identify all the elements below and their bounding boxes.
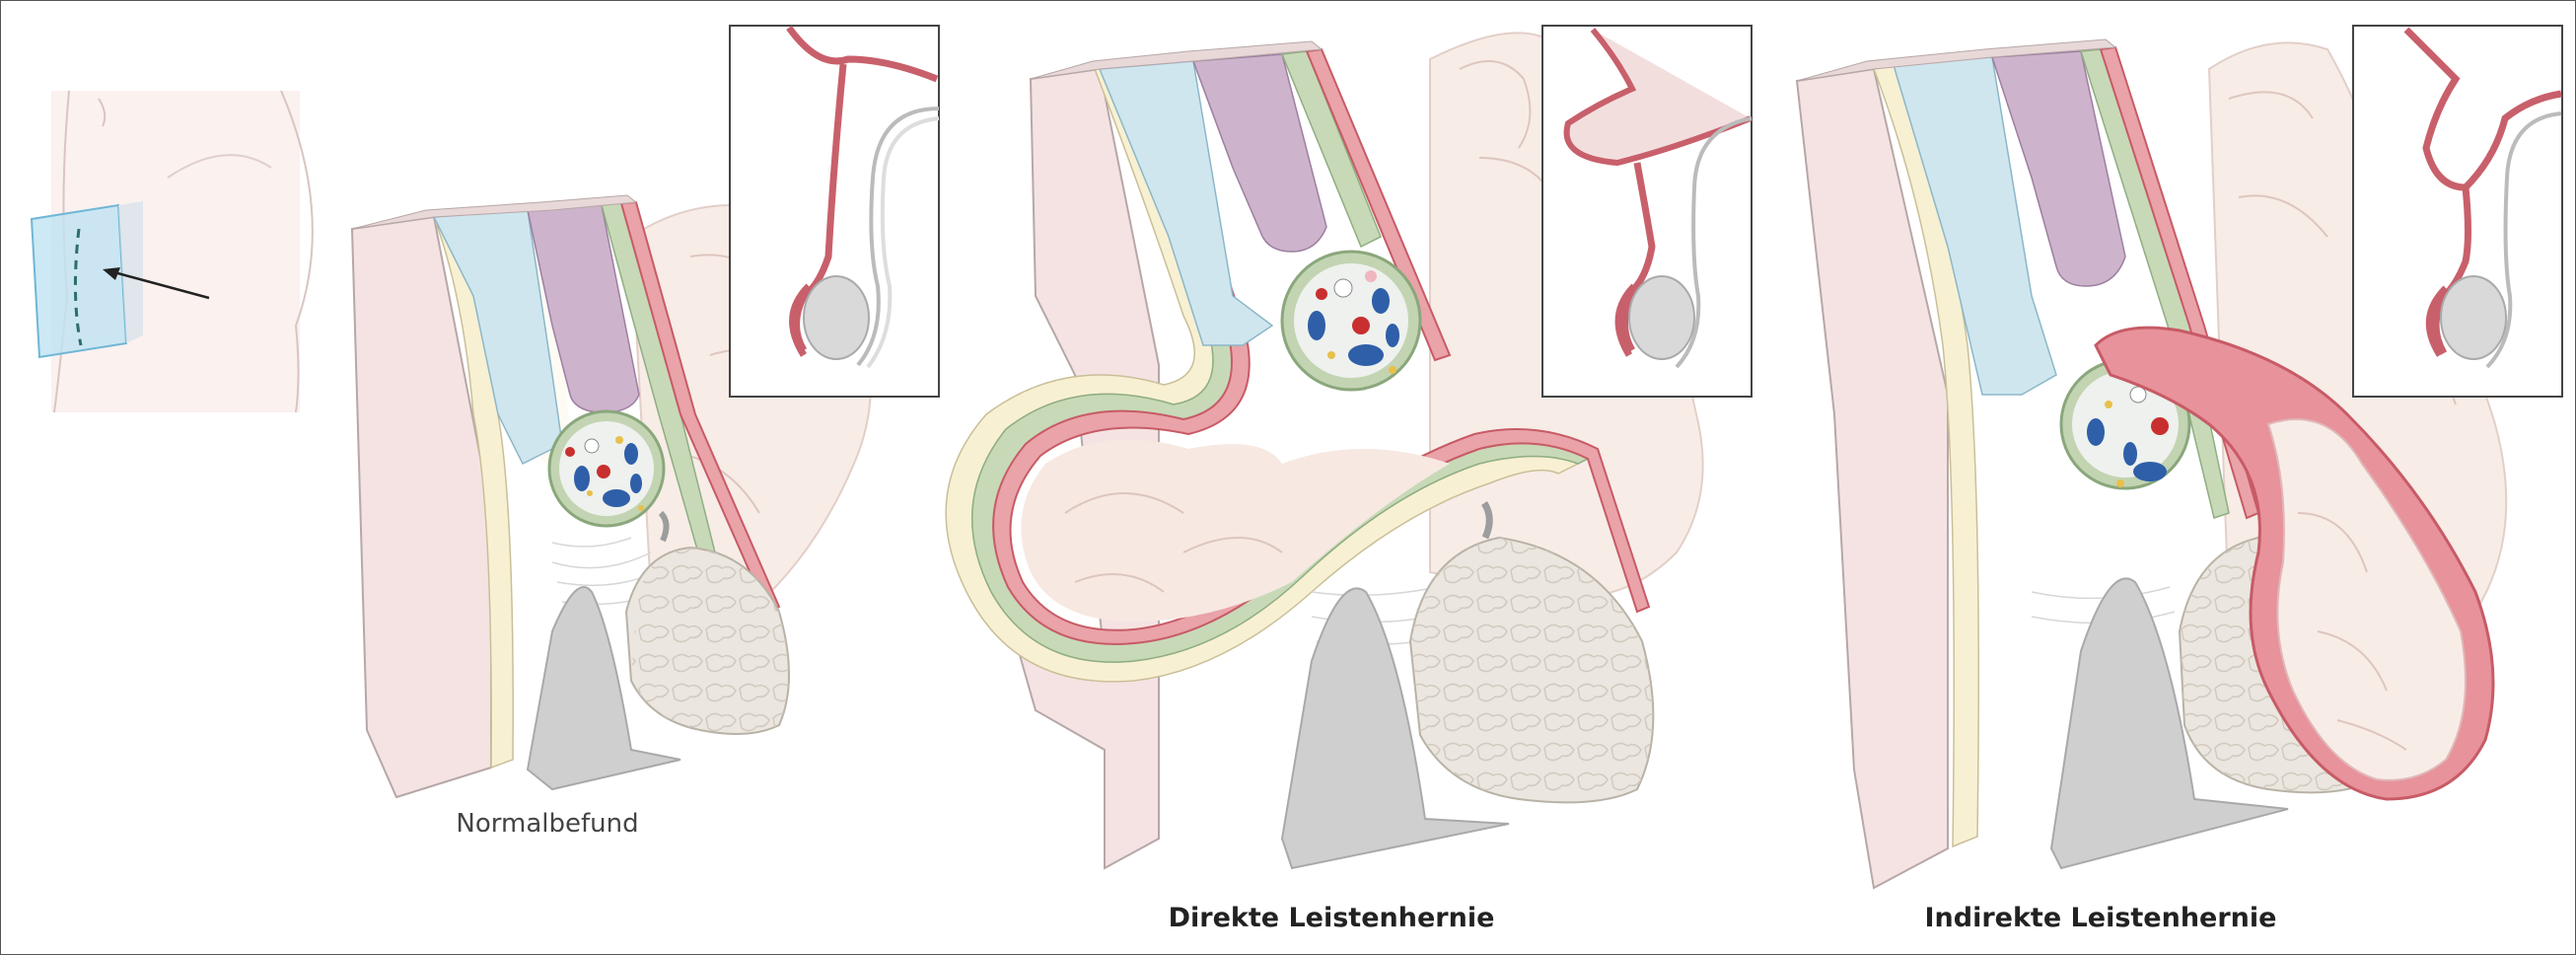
spermatic-cord <box>547 409 666 528</box>
abdominal-wall <box>945 40 1651 870</box>
abdominal-wall <box>1795 38 2260 890</box>
pubic-bone <box>526 586 681 791</box>
inset-direct <box>1541 25 1753 398</box>
spermatic-cord <box>1280 250 1422 392</box>
orientation-sketch <box>30 90 314 413</box>
caption-normalbefund: Normalbefund <box>456 809 639 839</box>
panel-indirect <box>1795 38 2508 890</box>
pubic-bone <box>1280 587 1510 870</box>
hernia-sac <box>2094 326 2495 801</box>
pubic-bone <box>2049 577 2289 870</box>
panel-normal <box>350 194 872 799</box>
abdominal-wall <box>350 194 781 799</box>
caption-direkte-leistenhernie: Direkte Leistenhernie <box>1168 903 1495 933</box>
caption-indirekte-leistenhernie: Indirekte Leistenhernie <box>1924 903 2277 933</box>
inset-normal <box>729 25 940 398</box>
view-arrow-icon <box>103 267 210 300</box>
inset-indirect <box>2352 25 2563 398</box>
cut-plane-icon <box>30 201 143 359</box>
